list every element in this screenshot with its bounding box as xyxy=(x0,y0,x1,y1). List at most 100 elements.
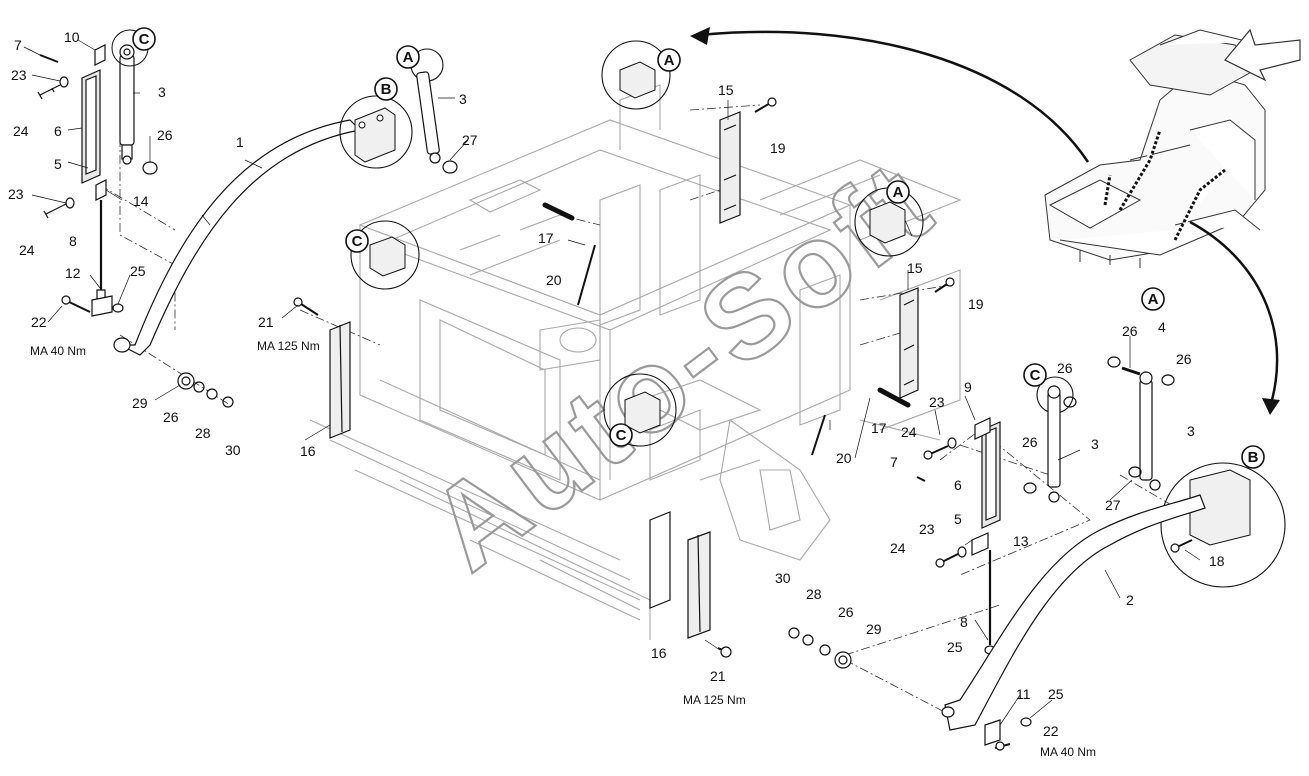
torque-spec: MA 40 Nm xyxy=(1040,745,1096,759)
part-label: 22 xyxy=(31,314,47,330)
part-label: 17 xyxy=(538,230,554,246)
machine-frame xyxy=(309,84,962,640)
part-label: 18 xyxy=(1209,553,1225,569)
part-label: 21 xyxy=(710,668,726,684)
assembly-lines xyxy=(99,70,1181,721)
middle-parts xyxy=(293,71,955,658)
part-label: 26 xyxy=(163,409,179,425)
part-label: 24 xyxy=(19,242,35,258)
callout-marker xyxy=(1141,287,1165,311)
part-label: 30 xyxy=(225,442,241,458)
right-assembly xyxy=(788,356,1206,751)
part-label: 23 xyxy=(11,67,27,83)
part-label: 24 xyxy=(901,424,917,440)
part-label: 1 xyxy=(236,134,244,150)
part-label: 24 xyxy=(13,123,29,139)
part-label: 25 xyxy=(1048,686,1064,702)
part-label: 5 xyxy=(954,511,962,527)
view-direction-arrow xyxy=(1224,28,1301,82)
callouts xyxy=(132,27,1265,469)
part-label: 3 xyxy=(1091,436,1099,452)
part-label: 8 xyxy=(69,233,77,249)
callout-letter: B xyxy=(381,81,392,98)
part-label: 20 xyxy=(546,272,562,288)
reference-arrows xyxy=(699,30,1279,401)
callout-marker xyxy=(657,48,681,72)
part-label: 7 xyxy=(14,37,22,53)
left-assembly xyxy=(37,29,362,408)
part-label: 26 xyxy=(1176,351,1192,367)
part-label: 19 xyxy=(770,140,786,156)
torque-spec: MA 40 Nm xyxy=(30,344,86,358)
callout-marker xyxy=(1023,363,1047,387)
part-label: 29 xyxy=(132,395,148,411)
part-label: 26 xyxy=(157,127,173,143)
callout-letter: C xyxy=(616,427,627,444)
part-label: 15 xyxy=(907,260,923,276)
part-label: 12 xyxy=(65,265,81,281)
part-label: 21 xyxy=(258,314,274,330)
detail-contents xyxy=(354,61,1251,546)
callout-letter: C xyxy=(139,31,150,48)
part-label: 24 xyxy=(890,540,906,556)
part-label: 3 xyxy=(158,84,166,100)
paver-overview xyxy=(1044,29,1266,268)
part-label: 29 xyxy=(866,621,882,637)
part-label: 4 xyxy=(1158,319,1166,335)
part-label: 20 xyxy=(836,450,852,466)
part-label: 19 xyxy=(968,296,984,312)
torque-spec: MA 125 Nm xyxy=(683,693,746,707)
part-label: 22 xyxy=(1043,723,1059,739)
callout-marker xyxy=(132,27,156,51)
part-label: 13 xyxy=(1013,533,1029,549)
part-label: 16 xyxy=(300,443,316,459)
part-label: 6 xyxy=(954,477,962,493)
part-label: 26 xyxy=(1122,323,1138,339)
part-label: 17 xyxy=(871,420,887,436)
callout-marker xyxy=(374,77,398,101)
arrowhead-right xyxy=(1262,398,1280,415)
torque-specs: MA 40 Nm MA 125 Nm MA 125 Nm MA 40 Nm xyxy=(30,339,1096,759)
part-label: 25 xyxy=(947,639,963,655)
part-label: 2 xyxy=(1126,592,1134,608)
callout-letter: C xyxy=(1030,367,1041,384)
callout-marker xyxy=(396,45,420,69)
part-label: 9 xyxy=(964,379,972,395)
part-label: 6 xyxy=(54,123,62,139)
callout-letter: B xyxy=(1248,449,1259,466)
callout-letter: A xyxy=(664,52,675,69)
part-label: 23 xyxy=(8,186,24,202)
part-label: 15 xyxy=(718,82,734,98)
part-label: 27 xyxy=(1105,497,1121,513)
callout-letter: A xyxy=(893,184,904,201)
part-label: 14 xyxy=(133,193,149,209)
part-label: 26 xyxy=(838,604,854,620)
leader-lines xyxy=(23,39,1201,726)
callout-marker xyxy=(609,423,633,447)
part-label: 26 xyxy=(1057,360,1073,376)
arrowhead-top xyxy=(690,27,710,45)
part-label: 7 xyxy=(890,454,898,470)
torque-spec: MA 125 Nm xyxy=(257,339,320,353)
part-label: 16 xyxy=(651,645,667,661)
part-label: 28 xyxy=(806,586,822,602)
part-label: 23 xyxy=(929,394,945,410)
part-label: 28 xyxy=(195,425,211,441)
callout-letter: A xyxy=(403,49,414,66)
part-label: 10 xyxy=(64,29,80,45)
callout-marker xyxy=(345,229,369,253)
part-label: 23 xyxy=(919,521,935,537)
part-label: 8 xyxy=(960,614,968,630)
callout-letter: C xyxy=(352,233,363,250)
part-label: 30 xyxy=(775,570,791,586)
watermark: Auto-Soft xyxy=(406,134,958,595)
part-label: 25 xyxy=(130,263,146,279)
part-label: 27 xyxy=(462,132,478,148)
callout-letter: A xyxy=(1148,291,1159,308)
part-labels: 7 10 23 24 6 5 3 26 23 14 24 8 12 25 22 … xyxy=(8,29,1225,739)
part-label: 3 xyxy=(1187,423,1195,439)
part-label: 5 xyxy=(54,156,62,172)
part-label: 26 xyxy=(1022,434,1038,450)
